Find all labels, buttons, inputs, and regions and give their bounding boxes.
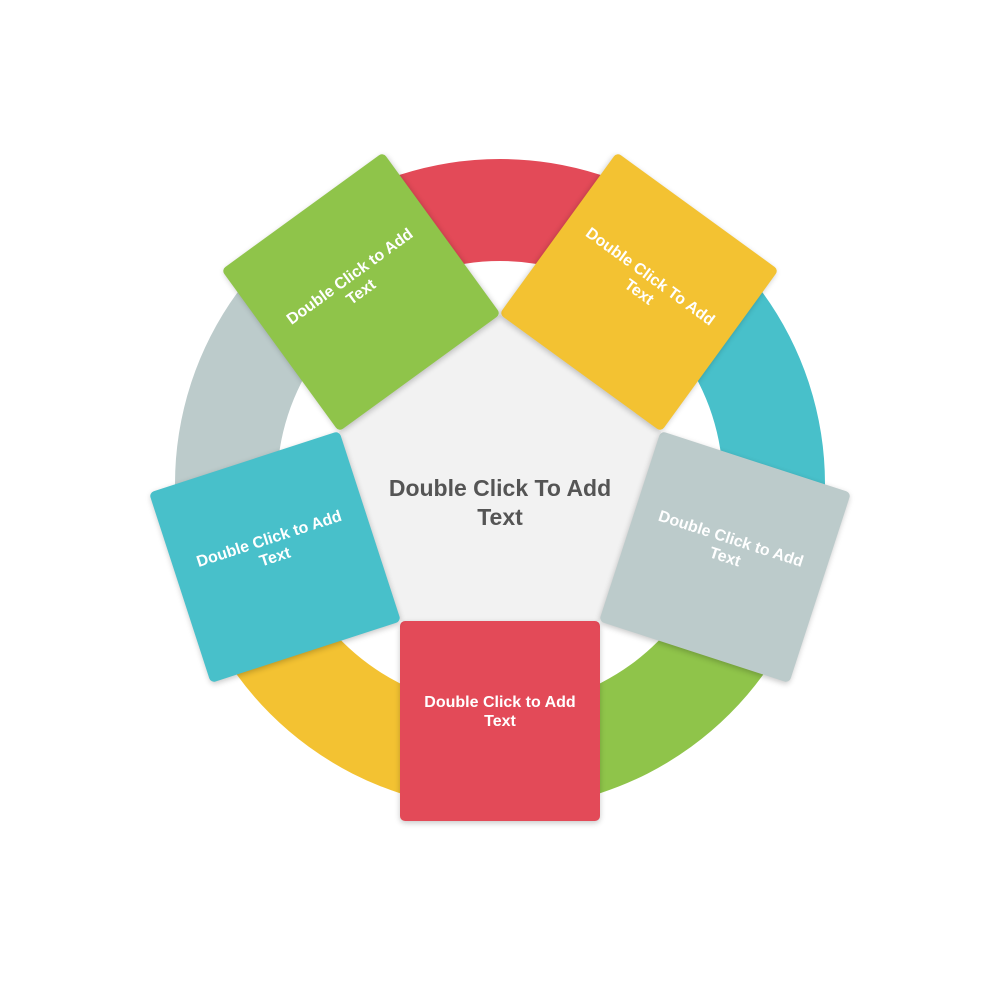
center-pentagon[interactable] [338, 314, 662, 621]
card-upper-right-label: Double Click To Add Text [582, 224, 718, 330]
card-lower-right-label: Double Click to Add Text [656, 508, 806, 572]
center-label[interactable]: Double Click To Add Text [388, 475, 612, 530]
card-lower-left-label: Double Click to Add Text [194, 508, 344, 572]
card-bottom-label: Double Click to Add Text [424, 694, 576, 730]
card-upper-left-label: Double Click to Add Text [283, 225, 417, 329]
card-bottom[interactable]: Double Click to Add Text [400, 621, 600, 821]
